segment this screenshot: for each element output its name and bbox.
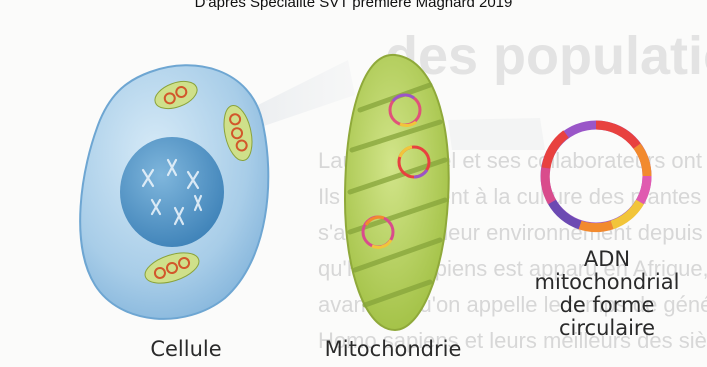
label-dna-line: ADN — [512, 248, 702, 271]
label-circular-dna: ADN mitochondrial de forme circulaire — [512, 248, 702, 340]
nucleus — [120, 137, 224, 247]
label-dna-line: circulaire — [512, 317, 702, 340]
mitochondrion — [345, 55, 449, 330]
label-dna-line: de forme — [512, 294, 702, 317]
circular-dna — [545, 125, 647, 228]
label-cell: Cellule — [126, 338, 246, 361]
zoom-beam — [248, 60, 355, 128]
label-dna-line: mitochondrial — [512, 271, 702, 294]
zoom-beam — [448, 118, 545, 150]
label-mitochondria: Mitochondrie — [303, 338, 483, 361]
bg-heading: des populations — [385, 26, 707, 86]
cell — [80, 65, 268, 319]
